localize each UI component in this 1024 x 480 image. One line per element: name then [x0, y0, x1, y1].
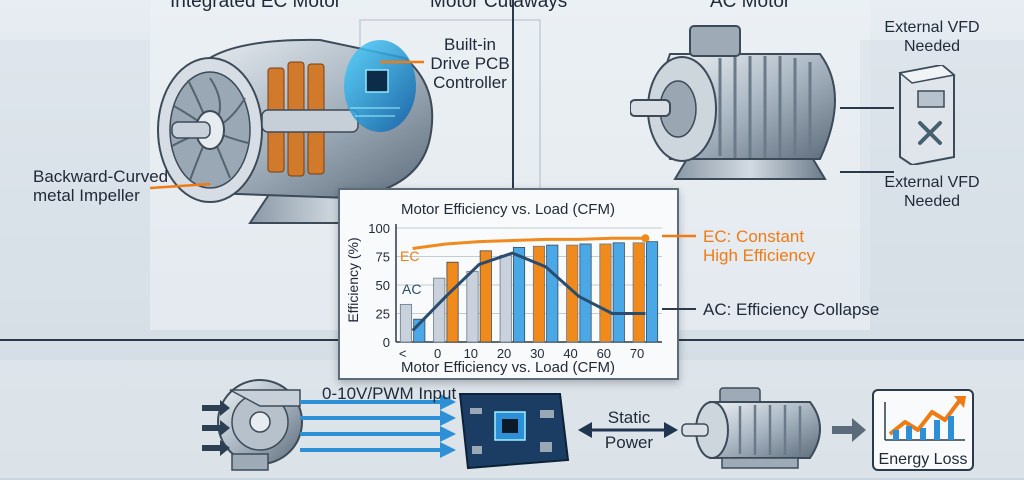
- bar-left: [599, 243, 612, 343]
- ec-constant-callout: EC: Constant High Efficiency: [703, 227, 815, 265]
- chart-bars: [399, 241, 659, 343]
- bar-right: [579, 243, 592, 343]
- controller-board-icon: [458, 393, 570, 470]
- bar-right: [645, 241, 659, 343]
- airflow-arrows: [202, 400, 230, 456]
- ac-motor-small-icon: [681, 387, 821, 469]
- x-tick-label: <: [399, 346, 407, 361]
- arrow-right-icon: [832, 418, 866, 442]
- x-tick-label: 70: [630, 346, 644, 361]
- x-tick-label: 10: [464, 346, 478, 361]
- impeller-leader-line: [150, 182, 211, 190]
- y-tick-label: 75: [376, 250, 390, 265]
- double-arrow-icon: [578, 422, 678, 438]
- vfd-bottom-line-1: External VFD: [884, 174, 980, 191]
- bar-left: [532, 245, 546, 343]
- bar-left: [466, 270, 479, 343]
- chart-ticks: 0 25 50 75 100 <0 10 20 30 40 60 70: [368, 221, 644, 361]
- title-ec-motor: Integrated EC Motor: [170, 0, 342, 12]
- ec-motor-illustration: [157, 38, 434, 224]
- x-tick-label: 60: [597, 346, 611, 361]
- bar-right: [446, 261, 459, 343]
- vfd-leader-lines: [840, 107, 894, 173]
- pcb-callout-line-2: Drive PCB: [430, 54, 510, 73]
- vfd-bottom-line-2: Needed: [903, 193, 961, 210]
- vfd-callout-bottom: External VFD Needed: [877, 173, 987, 211]
- chart-ylabel: Efficiency (%): [345, 237, 361, 322]
- vfd-top-line-2: Needed: [903, 38, 961, 55]
- bottom-flow: [202, 379, 974, 471]
- static-power-label: Static Power: [590, 408, 668, 452]
- y-tick-label: 100: [368, 221, 390, 236]
- impeller-callout-line-2: metal Impeller: [33, 186, 140, 205]
- ec-constant-line-1: EC: Constant: [703, 227, 805, 246]
- efficiency-chart-card: Motor Efficiency vs. Load (CFM) Motor Ef…: [338, 188, 679, 380]
- pcb-callout: Built-in Drive PCB Controller: [420, 35, 520, 92]
- pcb-callout-line-1: Built-in: [444, 35, 496, 54]
- series-label-ec: EC: [400, 248, 419, 264]
- ac-collapse-callout: AC: Efficiency Collapse: [703, 300, 880, 319]
- ac-motor-illustration: [630, 25, 836, 180]
- pcb-leader-line: [380, 60, 424, 64]
- bar-left: [399, 303, 413, 343]
- impeller-callout: Backward-Curved metal Impeller: [33, 167, 168, 205]
- static-power-line-1: Static: [607, 408, 651, 427]
- bar-left: [499, 254, 512, 343]
- chart-title: Motor Efficiency vs. Load (CFM): [401, 201, 615, 218]
- static-power-line-2: Power: [604, 433, 654, 452]
- bar-right: [479, 250, 492, 343]
- efficiency-chart: Motor Efficiency vs. Load (CFM) Motor Ef…: [345, 201, 662, 376]
- signal-arrows: [300, 394, 456, 458]
- bar-right: [512, 246, 526, 343]
- chart-lines: [411, 234, 650, 332]
- bar-right: [546, 244, 559, 343]
- vfd-callout-top: External VFD Needed: [877, 18, 987, 56]
- ec-efficiency-line: [412, 236, 646, 251]
- y-tick-label: 0: [383, 335, 390, 350]
- energy-loss-card: [872, 389, 974, 471]
- x-tick-label: 40: [563, 346, 577, 361]
- ac-efficiency-line: [411, 251, 646, 332]
- impeller-callout-line-1: Backward-Curved: [33, 167, 169, 186]
- input-label: 0-10V/PWM Input: [322, 384, 457, 403]
- bar-right: [612, 242, 625, 343]
- series-label-ac: AC: [402, 281, 421, 297]
- chart-callout-lines: [662, 234, 696, 310]
- ec-line-endpoint: [641, 234, 650, 243]
- x-tick-label: 20: [497, 346, 511, 361]
- x-tick-label: 0: [434, 346, 441, 361]
- title-motor-cutaways: Motor Cutaways: [430, 0, 568, 12]
- x-tick-label: 30: [530, 346, 544, 361]
- energy-loss-label: Energy Loss: [878, 451, 968, 468]
- bar-left: [632, 242, 645, 343]
- vfd-box: [898, 65, 956, 165]
- blower-icon: [217, 379, 303, 471]
- y-tick-label: 50: [376, 278, 390, 293]
- vfd-top-line-1: External VFD: [884, 19, 980, 36]
- pcb-callout-line-3: Controller: [433, 73, 507, 92]
- title-ac-motor: AC Motor: [710, 0, 791, 12]
- ec-constant-line-2: High Efficiency: [703, 246, 816, 265]
- bar-left: [433, 277, 446, 343]
- chart-xlabel: Motor Efficiency vs. Load (CFM): [401, 359, 615, 376]
- y-tick-label: 25: [376, 307, 390, 322]
